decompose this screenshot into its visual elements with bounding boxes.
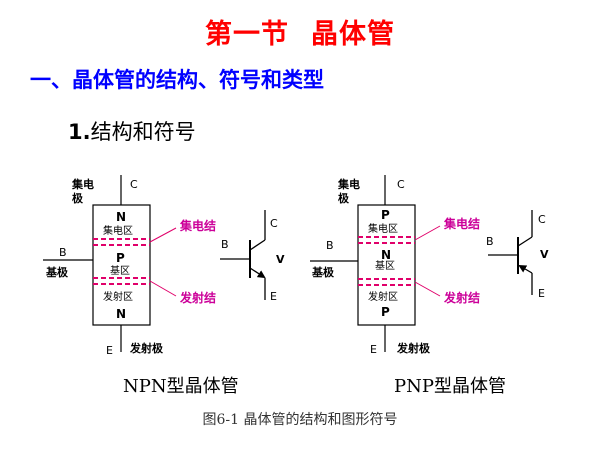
page-title: 第一节晶体管: [0, 12, 600, 51]
pnp-collector-label-2: 极: [338, 191, 350, 205]
pnp-symbol-e: E: [538, 287, 545, 300]
subheading: 1.结构和符号: [68, 116, 196, 146]
pnp-terminal-b: B: [326, 239, 334, 252]
pnp-structure: 集电 极 C P 集电区 N 基区 发射区 P B 基极 E 发射极 集电结 发…: [310, 175, 480, 356]
npn-region-bottom: N: [116, 307, 126, 321]
pnp-symbol-emitter-arrow: [518, 264, 533, 274]
npn-region-mid: P: [116, 251, 125, 265]
pnp-symbol: C B V E: [486, 210, 549, 300]
pnp-junction-pointer: [414, 281, 441, 297]
npn-region-bottom-name: 发射区: [103, 290, 133, 303]
npn-terminal-c: C: [130, 178, 138, 191]
pnp-region-top: P: [381, 208, 390, 222]
npn-region-top: N: [116, 210, 126, 224]
pnp-collector-label: 集电: [337, 177, 360, 191]
npn-emitter-label: 发射极: [129, 341, 164, 355]
npn-body: [92, 204, 151, 326]
npn-junction-top-label: 集电结: [179, 218, 216, 233]
subheading-text: 结构和符号: [90, 120, 196, 144]
npn-junction-pointer: [149, 280, 177, 297]
npn-symbol-v: V: [276, 253, 285, 266]
npn-collector-label-2: 极: [72, 191, 84, 205]
npn-collector-label: 集电: [71, 177, 94, 191]
npn-symbol-emitter-arrow: [249, 267, 266, 279]
npn-terminal-e: E: [106, 344, 113, 357]
npn-symbol-c: C: [270, 217, 278, 230]
pnp-region-top-name: 集电区: [368, 222, 398, 235]
npn-symbol-collector: [249, 239, 266, 251]
pnp-region-mid: N: [381, 248, 391, 262]
pnp-junction-pointer: [414, 225, 441, 241]
pnp-body: [357, 204, 416, 326]
pnp-symbol-c: C: [538, 213, 546, 226]
pnp-base-label: 基极: [311, 265, 335, 279]
npn-base-label: 基极: [45, 265, 69, 279]
npn-caption: NPN型晶体管: [123, 376, 239, 397]
npn-junction-bottom-label: 发射结: [179, 290, 216, 305]
npn-symbol-b: B: [221, 238, 229, 251]
pnp-junction-top-label: 集电结: [443, 216, 480, 231]
pnp-terminal-c: C: [397, 178, 405, 191]
npn-region-mid-name: 基区: [110, 264, 130, 277]
pnp-region-mid-name: 基区: [375, 259, 395, 272]
npn-region-top-name: 集电区: [103, 224, 133, 237]
page-title-part1: 第一节: [205, 19, 289, 50]
pnp-symbol-collector: [517, 236, 533, 247]
npn-junction-pointer: [149, 227, 177, 243]
pnp-emitter-label: 发射极: [396, 341, 431, 355]
figure-caption: 图6-1 晶体管的结构和图形符号: [202, 412, 398, 428]
npn-symbol: C B V E: [220, 210, 285, 303]
pnp-symbol-b: B: [486, 235, 494, 248]
pnp-terminal-e: E: [370, 343, 377, 356]
section-heading: 一、晶体管的结构、符号和类型: [30, 68, 324, 92]
pnp-junction-bottom-label: 发射结: [443, 290, 480, 305]
npn-structure: 集电 极 C N 集电区 P 基区 发射区 N B 基极 E 发射极 集电结 发…: [43, 175, 216, 357]
npn-symbol-e: E: [270, 290, 277, 303]
npn-terminal-b: B: [59, 246, 67, 259]
pnp-caption: PNP型晶体管: [394, 376, 506, 397]
pnp-region-bottom: P: [381, 305, 390, 319]
pnp-symbol-v: V: [540, 248, 549, 261]
page-title-part2: 晶体管: [311, 19, 395, 50]
subheading-number: 1.: [68, 120, 91, 144]
pnp-region-bottom-name: 发射区: [368, 290, 398, 303]
